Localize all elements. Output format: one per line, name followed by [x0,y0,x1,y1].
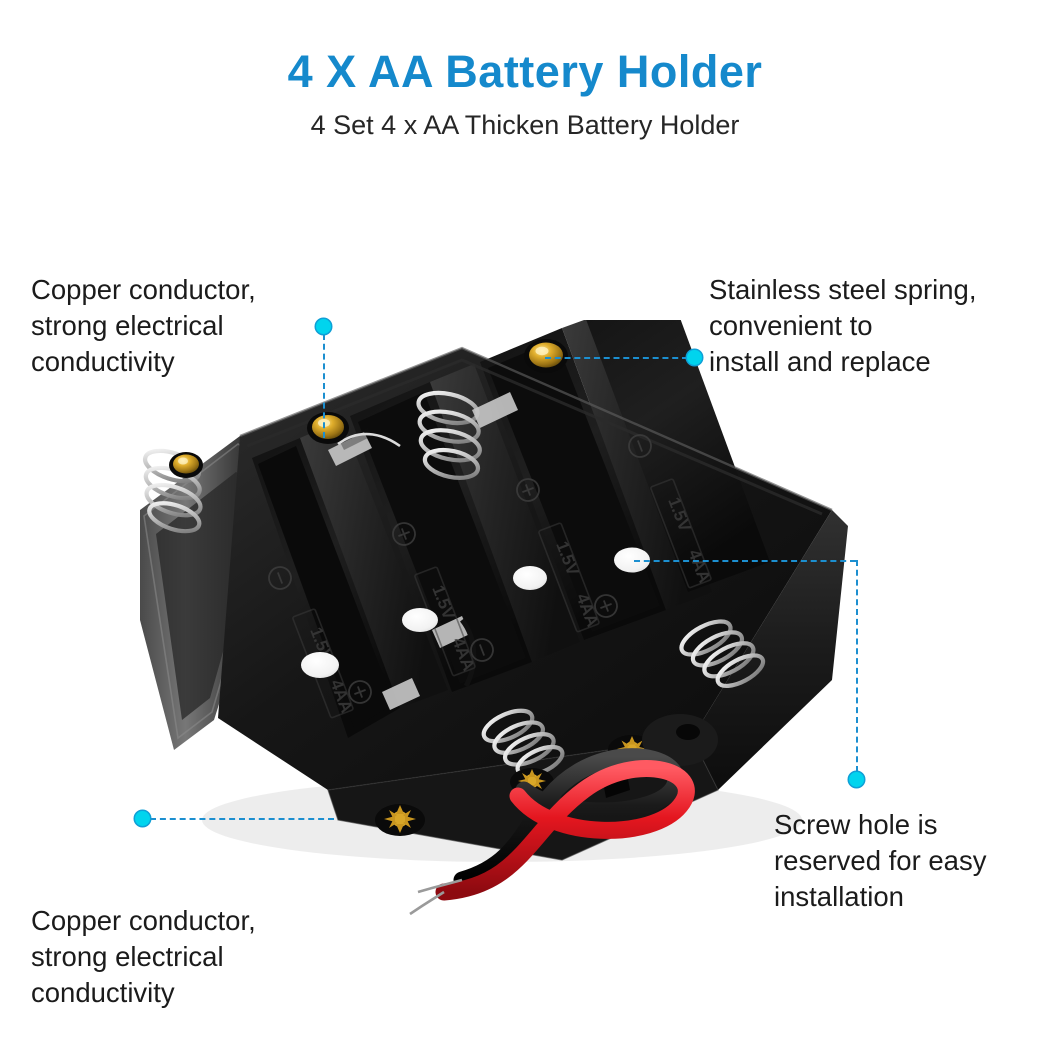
callout-line-stainless-steel-spring [545,357,688,359]
callout-screw-hole: Screw hole is reserved for easy installa… [774,809,987,912]
callout-line-copper-conductor-bottom [150,818,334,820]
header: 4 X AA Battery Holder 4 Set 4 x AA Thick… [0,46,1050,140]
product-photo: 1.5V 4AA 1.5V 4AA 1.5V 4AA 1.5V 4AA [132,320,862,940]
callout-line-copper-conductor-top [323,334,325,438]
callout-dot-copper-conductor-top [316,319,331,334]
callout-copper-conductor-top: Copper conductor, strong electrical cond… [31,274,256,377]
callout-stainless-steel-spring: Stainless steel spring, convenient to in… [709,274,977,377]
callout-line-screw-hole-horizontal [634,560,856,562]
callout-dot-copper-conductor-bottom [135,811,150,826]
callout-copper-conductor-bottom: Copper conductor, strong electrical cond… [31,905,256,1008]
callout-dot-stainless-steel-spring [687,350,702,365]
callout-dot-screw-hole [849,772,864,787]
callout-line-screw-hole-vertical [856,560,858,772]
page-subtitle: 4 Set 4 x AA Thicken Battery Holder [310,109,740,140]
page-title: 4 X AA Battery Holder [287,46,763,97]
